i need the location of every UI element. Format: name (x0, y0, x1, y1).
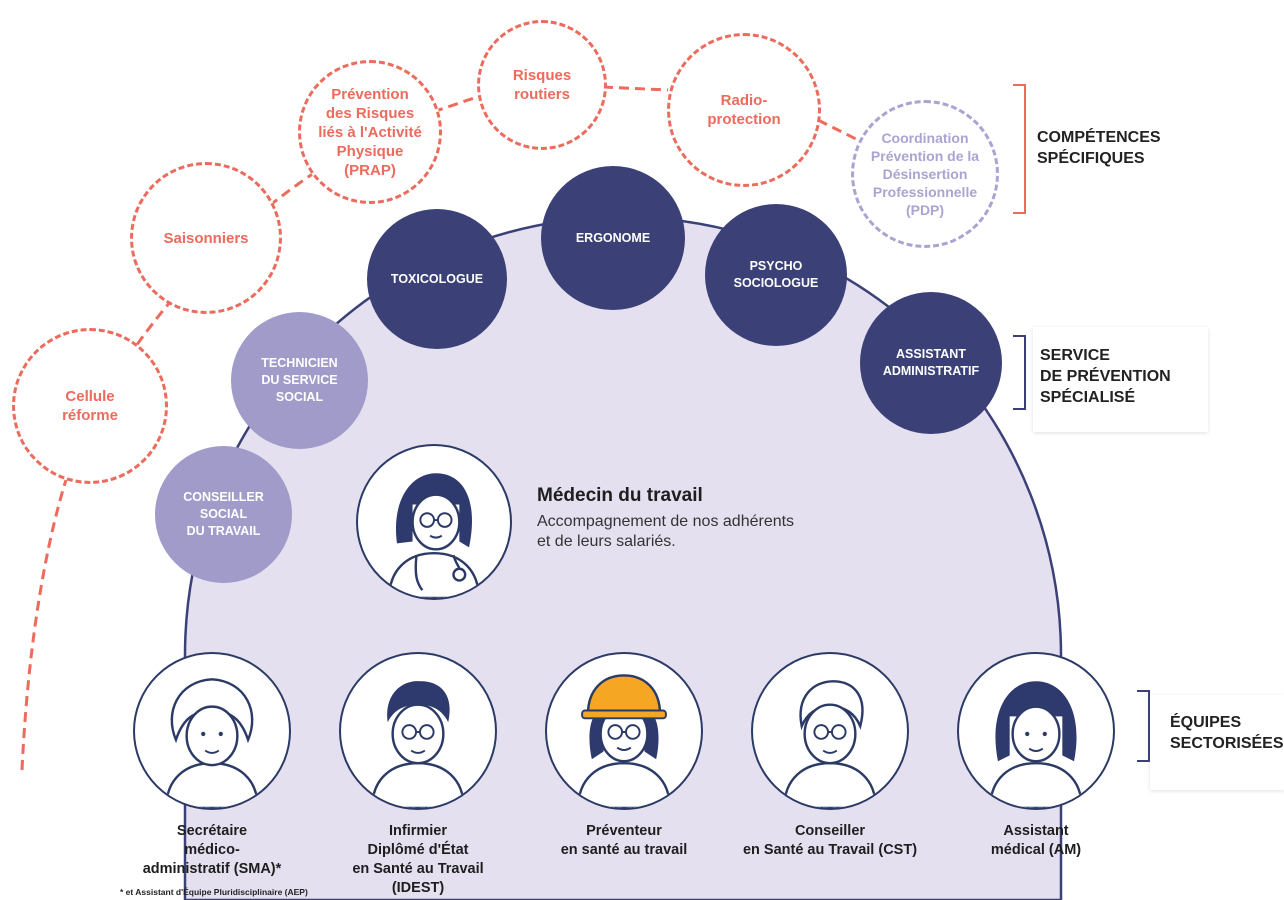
avatar-conseiller-cst (751, 652, 909, 810)
skill-label: Radio- protection (707, 92, 781, 128)
service-label: ASSISTANT ADMINISTRATIF (882, 347, 980, 378)
avatar-secretaire-curly-hair (133, 652, 291, 810)
skill-cellule-reforme: Cellule réforme (12, 328, 168, 484)
doctor-illustration (387, 473, 481, 598)
skill-risques-routiers: Risques routiers (477, 20, 607, 150)
doctor-description: Accompagnement de nos adhérents et de le… (537, 513, 795, 550)
service-label: TECHNICIEN DU SERVICE SOCIAL (261, 356, 338, 404)
equipes-tier-label: ÉQUIPES SECTORISÉES (1170, 714, 1284, 752)
service-technicien: TECHNICIEN DU SERVICE SOCIAL (231, 312, 368, 449)
service-assistant-administratif: ASSISTANT ADMINISTRATIF (860, 292, 1002, 434)
skill-coordination-pdp: Coordination Prévention de la Désinserti… (851, 100, 999, 248)
service-label: PSYCHO SOCIOLOGUE (733, 259, 819, 290)
dashed-link-radio-pdp (817, 118, 859, 142)
service-ergonome: ERGONOME (541, 166, 685, 310)
service-label: CONSEILLER SOCIAL DU TRAVAIL (183, 490, 264, 538)
doctor-title: Médecin du travail (537, 485, 703, 506)
service-psycho-sociologue: PSYCHO SOCIOLOGUE (705, 204, 847, 346)
doctor-avatar (356, 444, 512, 600)
skill-radio-protection: Radio- protection (667, 33, 821, 187)
conseiller-illustration (782, 680, 878, 808)
skill-label: Prévention des Risques liés à l'Activité… (318, 85, 422, 179)
skill-label: Cellule réforme (62, 388, 118, 424)
team-label-am: Assistant médical (AM) (990, 823, 1082, 858)
service-tier-label: SERVICE DE PRÉVENTION SPÉCIALISÉ (1040, 347, 1171, 406)
avatar-preventeur-hardhat (545, 652, 703, 810)
assistant-medical-illustration (988, 681, 1084, 808)
infirmier-illustration (370, 681, 466, 808)
service-label: ERGONOME (575, 230, 651, 245)
secretaire-illustration (164, 678, 260, 808)
equipes-bracket (1137, 690, 1150, 762)
service-label-card (1033, 327, 1208, 432)
skill-label: Coordination Prévention de la Désinserti… (870, 130, 980, 218)
competences-label: COMPÉTENCES SPÉCIFIQUES (1037, 129, 1161, 167)
team-label-sma: Secrétaire médico- administratif (SMA)* (142, 823, 282, 877)
competences-bracket (1013, 84, 1026, 214)
avatar-infirmier-glasses (339, 652, 497, 810)
service-bracket (1013, 335, 1026, 410)
service-label: TOXICOLOGUE (390, 271, 484, 286)
skill-label: Risques routiers (512, 67, 572, 103)
team-label-preventeur: Préventeur en santé au travail (560, 823, 688, 858)
avatar-assistant-medical (957, 652, 1115, 810)
footnote: * et Assistant d'Équipe Pluridisciplinai… (120, 887, 308, 897)
service-conseiller-social: CONSEILLER SOCIAL DU TRAVAIL (155, 446, 292, 583)
dashed-link-routiers-radio (602, 85, 669, 92)
dashed-link-prap-routiers (417, 94, 481, 119)
preventeur-illustration (576, 674, 672, 808)
team-label-idest: Infirmier Diplômé d'État en Santé au Tra… (352, 823, 484, 896)
skill-prap: Prévention des Risques liés à l'Activité… (298, 60, 442, 204)
team-label-cst: Conseiller en Santé au Travail (CST) (742, 823, 918, 858)
skill-saisonniers: Saisonniers (130, 162, 282, 314)
service-toxicologue: TOXICOLOGUE (367, 209, 507, 349)
skill-label: Saisonniers (163, 229, 249, 247)
equipes-label-card (1150, 695, 1284, 790)
